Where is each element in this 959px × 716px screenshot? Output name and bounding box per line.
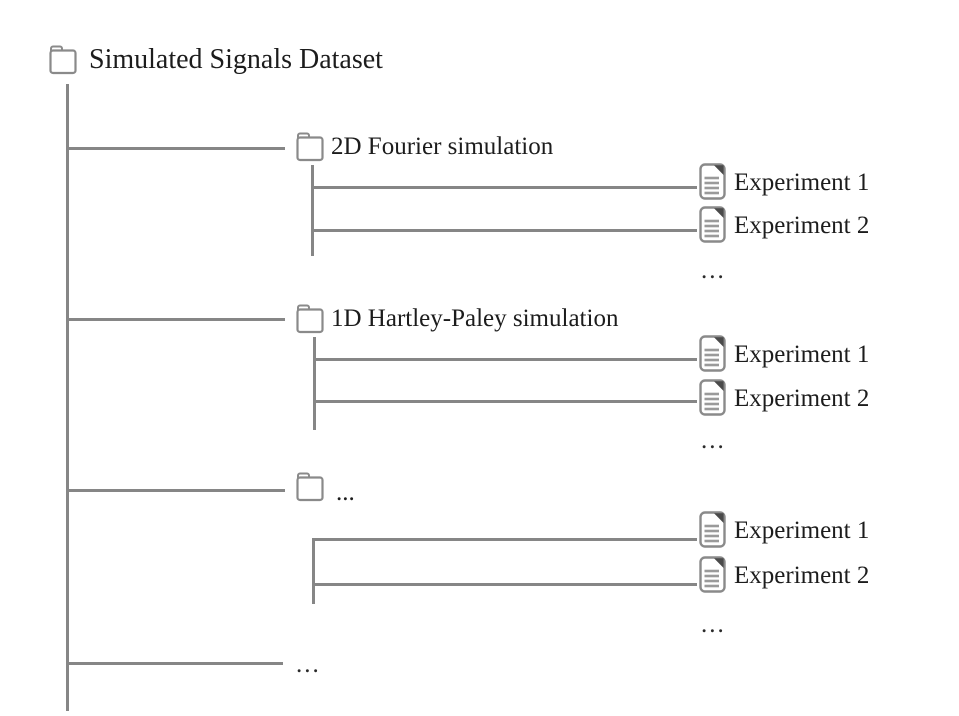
subtree-branch — [311, 186, 697, 189]
document-icon — [699, 206, 726, 243]
experiment-label: Experiment 1 — [734, 169, 870, 196]
ellipsis-more: ... — [701, 427, 726, 454]
subtree-trunk — [312, 538, 315, 604]
document-icon — [699, 379, 726, 416]
experiment-label: Experiment 1 — [734, 341, 870, 368]
subtree-branch — [313, 400, 697, 403]
branch-line — [66, 318, 285, 321]
group-label: 1D Hartley-Paley simulation — [331, 305, 619, 332]
document-icon — [699, 163, 726, 200]
subtree-branch — [312, 538, 697, 541]
branch-line — [66, 147, 285, 150]
ellipsis-more: ... — [701, 611, 726, 638]
ellipsis-more: ... — [701, 257, 726, 284]
experiment-label: Experiment 2 — [734, 562, 870, 589]
subtree-branch — [311, 229, 697, 232]
subtree-branch — [313, 358, 697, 361]
document-icon — [699, 335, 726, 372]
experiment-label: Experiment 1 — [734, 517, 870, 544]
group-label: ... — [336, 479, 355, 506]
subtree-trunk — [313, 337, 316, 430]
experiment-label: Experiment 2 — [734, 385, 870, 412]
document-icon — [699, 556, 726, 593]
document-icon — [699, 511, 726, 548]
experiment-label: Experiment 2 — [734, 212, 870, 239]
subtree-branch — [312, 583, 697, 586]
trunk-line — [66, 84, 69, 711]
folder-icon — [48, 44, 78, 76]
folder-icon — [295, 131, 325, 163]
folder-icon — [295, 471, 325, 503]
subtree-trunk — [311, 165, 314, 256]
branch-line — [66, 489, 285, 492]
root-label: Simulated Signals Dataset — [89, 44, 383, 75]
ellipsis-more: ... — [296, 651, 321, 678]
branch-line — [66, 662, 283, 665]
folder-icon — [295, 303, 325, 335]
group-label: 2D Fourier simulation — [331, 133, 554, 160]
